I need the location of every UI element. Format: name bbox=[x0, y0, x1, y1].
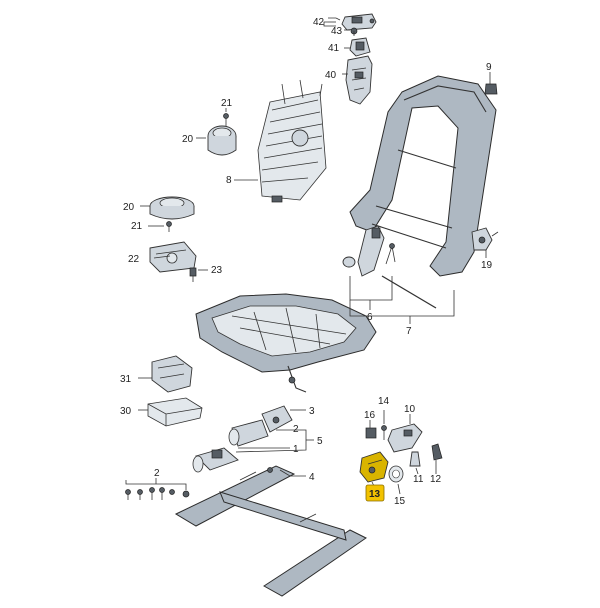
callout-16: 16 bbox=[364, 410, 376, 421]
part-41-clip bbox=[349, 37, 371, 57]
callout-19: 19 bbox=[481, 260, 493, 271]
part-20-motor-top bbox=[207, 125, 237, 156]
callout-10: 10 bbox=[404, 404, 416, 415]
callout-22: 22 bbox=[128, 254, 140, 265]
callout-41: 41 bbox=[328, 43, 340, 54]
seat-frame bbox=[195, 293, 377, 393]
leader-lines bbox=[125, 17, 487, 495]
part-1-motor bbox=[192, 447, 239, 473]
part-13-actuator bbox=[359, 451, 389, 483]
part-31-bracket bbox=[151, 355, 193, 393]
callout-20-mid: 20 bbox=[123, 202, 135, 213]
callout-21-top: 21 bbox=[221, 98, 233, 109]
backrest-frame bbox=[349, 75, 497, 277]
part-10-switch bbox=[387, 423, 423, 453]
part-20-motor-mid bbox=[149, 196, 195, 220]
callout-5: 5 bbox=[317, 436, 323, 447]
callout-30: 30 bbox=[120, 406, 132, 417]
callouts: 42 43 41 40 9 21 20 8 20 21 22 23 19 6 7… bbox=[120, 17, 493, 507]
part-40-housing bbox=[345, 55, 373, 105]
callout-20-top: 20 bbox=[182, 134, 194, 145]
part-16-cap bbox=[365, 427, 377, 439]
part-6-recliner bbox=[342, 225, 396, 277]
callout-42: 42 bbox=[313, 17, 325, 28]
callout-1: 1 bbox=[293, 444, 299, 455]
callout-23: 23 bbox=[211, 265, 223, 276]
part-23-bolt bbox=[189, 267, 197, 282]
part-21-screw-mid bbox=[166, 221, 172, 232]
part-14-screw bbox=[381, 425, 387, 440]
callout-13: 13 bbox=[369, 489, 381, 500]
part-19-bracket bbox=[471, 227, 499, 251]
part-3-motor bbox=[228, 405, 293, 447]
part-15-ring bbox=[388, 465, 404, 483]
callout-15: 15 bbox=[394, 496, 406, 507]
callout-11: 11 bbox=[413, 474, 424, 485]
callout-2-mid: 2 bbox=[293, 424, 299, 435]
part-12-knob bbox=[431, 443, 443, 461]
callout-3: 3 bbox=[309, 406, 315, 417]
part-42-bracket bbox=[341, 13, 377, 31]
callout-4: 4 bbox=[309, 472, 315, 483]
part-21-screw-top bbox=[223, 113, 229, 126]
part-43-screw bbox=[350, 27, 358, 36]
part-11-knob bbox=[409, 451, 421, 467]
callout-21-mid: 21 bbox=[131, 221, 143, 232]
callout-13-highlight: 13 bbox=[365, 484, 385, 502]
part-2-screw-set bbox=[125, 487, 190, 500]
callout-9: 9 bbox=[486, 62, 492, 73]
callout-13-box bbox=[365, 484, 385, 502]
part-8-lumbar-mat bbox=[257, 79, 327, 203]
callout-6: 6 bbox=[367, 312, 373, 323]
part-22-bracket bbox=[149, 241, 197, 273]
part-4-seat-rail bbox=[174, 465, 367, 597]
callout-8: 8 bbox=[226, 175, 232, 186]
part-9-cap bbox=[484, 72, 498, 95]
callout-2-screws: 2 bbox=[154, 468, 160, 479]
callout-12: 12 bbox=[430, 474, 442, 485]
callout-7: 7 bbox=[406, 326, 412, 337]
callout-43: 43 bbox=[331, 26, 343, 37]
callout-14: 14 bbox=[378, 396, 390, 407]
part-30-module bbox=[147, 397, 203, 427]
callout-31: 31 bbox=[120, 374, 132, 385]
recliner-rod bbox=[381, 275, 437, 309]
callout-40: 40 bbox=[325, 70, 337, 81]
